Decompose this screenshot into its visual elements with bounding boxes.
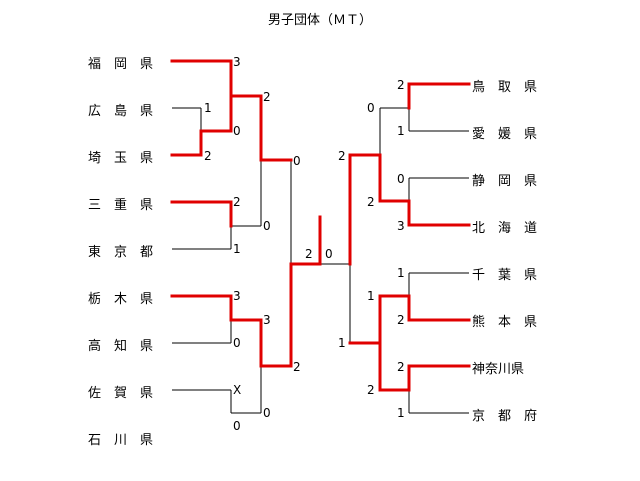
score: 2 (367, 383, 375, 397)
page-title: 男子団体（ＭＴ） (267, 13, 372, 28)
score: 2 (204, 149, 212, 163)
team-kyoto: 京 都 府 (472, 409, 538, 424)
score: 0 (233, 419, 241, 433)
team-fukuoka: 福 岡 県 (88, 57, 154, 72)
score: 1 (397, 124, 405, 138)
team-hiroshima: 広 島 県 (88, 104, 154, 119)
winner-path-fukuoka (170, 59, 293, 162)
team-kanagawa: 神奈川県 (472, 362, 525, 377)
winner-path-tottori (407, 82, 471, 110)
score: 0 (263, 219, 271, 233)
score: 3 (233, 289, 241, 303)
score: 2 (293, 360, 301, 374)
score: 2 (367, 195, 375, 209)
winner-path-saitama (170, 94, 233, 157)
team-tottori: 鳥 取 県 (472, 80, 538, 95)
score: 0 (367, 101, 375, 115)
score: 3 (263, 313, 271, 327)
score: 1 (397, 406, 405, 420)
score: 2 (397, 360, 405, 374)
score: 0 (293, 154, 301, 168)
score: 0 (233, 336, 241, 350)
bracket-lines-right (320, 107, 469, 414)
team-shizuoka: 静 岡 県 (472, 174, 538, 189)
score: 1 (397, 266, 405, 280)
score: X (233, 383, 242, 397)
team-tokyo: 東 京 都 (88, 245, 154, 260)
score: 1 (204, 101, 212, 115)
team-ehime: 愛 媛 県 (472, 127, 538, 142)
score: 1 (338, 336, 346, 350)
score: 0 (263, 406, 271, 420)
score: 0 (397, 172, 405, 186)
team-saga: 佐 賀 県 (88, 386, 154, 401)
score: 2 (397, 78, 405, 92)
winner-path-kanagawa (378, 341, 471, 392)
score: 3 (233, 55, 241, 69)
score: 3 (397, 219, 405, 233)
score: 2 (263, 90, 271, 104)
team-kumamoto: 熊 本 県 (472, 315, 538, 330)
final-score-left: 2 (305, 247, 313, 261)
winner-paths-left (170, 59, 322, 368)
score: 2 (397, 313, 405, 327)
team-kochi: 高 知 県 (88, 339, 154, 354)
score: 2 (338, 149, 346, 163)
winner-path-hokkaido (348, 153, 471, 266)
score: 1 (233, 242, 241, 256)
winner-path-kumamoto (348, 294, 471, 345)
winner-path-tochigi (170, 215, 322, 368)
winner-paths-right (348, 82, 471, 392)
score: 0 (233, 124, 241, 138)
team-mie: 三 重 県 (88, 198, 154, 213)
team-chiba: 千 葉 県 (472, 268, 538, 283)
team-ishikawa: 石 川 県 (88, 433, 154, 448)
score: 2 (233, 195, 241, 209)
team-hokkaido: 北 海 道 (472, 221, 538, 236)
final-score-right: 0 (325, 247, 333, 261)
winner-path-mie (170, 200, 233, 228)
team-tochigi: 栃 木 県 (88, 292, 154, 307)
team-saitama: 埼 玉 県 (88, 151, 154, 166)
score: 1 (367, 289, 375, 303)
